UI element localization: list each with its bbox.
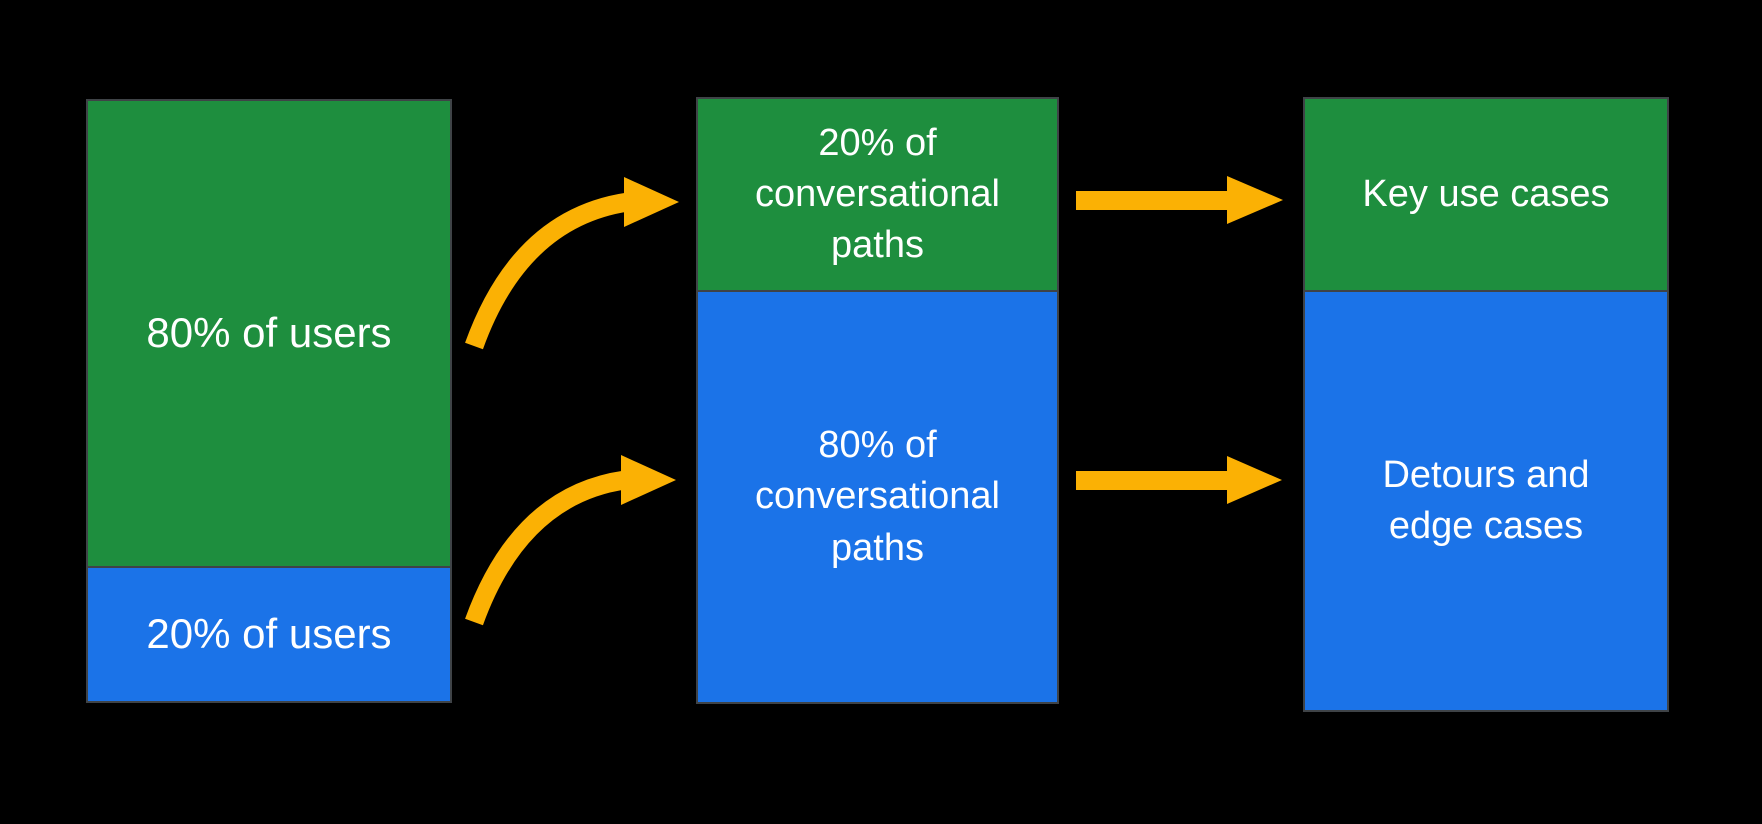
arrow-80-users-to-20-paths [465, 177, 679, 350]
paths-80-label: 80% of conversational paths [754, 424, 1001, 569]
detours-edge-cases-segment: Detours and edge cases [1305, 290, 1667, 710]
arrow-80-paths-to-detours [1076, 456, 1282, 504]
users-20-segment: 20% of users [88, 566, 450, 701]
users-column: 80% of users 20% of users [86, 99, 452, 703]
key-use-cases-label: Key use cases [1362, 172, 1610, 215]
paths-80-segment: 80% of conversational paths [698, 290, 1057, 702]
users-80-segment: 80% of users [88, 101, 450, 566]
users-80-label: 80% of users [146, 309, 392, 357]
paths-20-segment: 20% of conversational paths [698, 99, 1057, 290]
users-20-label: 20% of users [146, 610, 392, 658]
arrow-20-users-to-80-paths [465, 455, 676, 626]
arrow-20-paths-to-key-use-cases [1076, 176, 1283, 224]
conversational-paths-column: 20% of conversational paths 80% of conve… [696, 97, 1059, 704]
key-use-cases-segment: Key use cases [1305, 99, 1667, 290]
paths-20-label: 20% of conversational paths [754, 121, 1001, 267]
outcomes-column: Key use cases Detours and edge cases [1303, 97, 1669, 712]
detours-edge-cases-label: Detours and edge cases [1382, 453, 1590, 547]
